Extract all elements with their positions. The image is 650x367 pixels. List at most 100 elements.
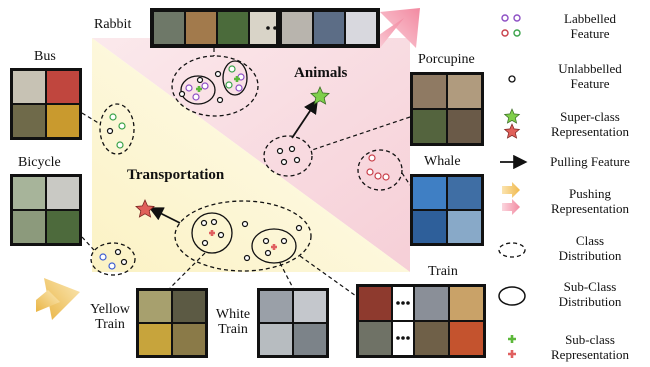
unlabelled-feature	[106, 127, 114, 135]
unlabelled-feature	[288, 145, 296, 153]
transportation-region	[92, 38, 410, 272]
class-label-train: Train	[428, 264, 458, 279]
pulling-arrow-animals	[291, 99, 318, 139]
legend-class-distribution-icon	[498, 242, 526, 258]
unlabelled-feature	[201, 239, 209, 247]
unlabelled-feature	[217, 231, 225, 239]
rabbit-image-strip	[150, 8, 380, 48]
labelled-feature	[228, 65, 236, 73]
class-label-yellow-train-line1: Yellow	[90, 302, 130, 317]
superclass-label-transportation: Transportation	[127, 167, 225, 183]
labelled-feature	[366, 168, 374, 176]
legend-unlabelled-feature-line1: Unlabbelled	[558, 61, 622, 76]
labelled-feature	[99, 253, 107, 261]
legend-subclass-distribution-text: Sub-Class Distribution	[535, 279, 645, 309]
class-label-white-train-line1: White	[215, 307, 251, 322]
superclass-label-animals: Animals	[294, 65, 348, 81]
legend-superclass-star-red-icon	[503, 123, 521, 139]
pulling-arrow-transportation	[148, 207, 181, 224]
unlabelled-feature	[178, 90, 186, 98]
legend-subclass-representation-icon	[508, 335, 516, 358]
legend-labelled-feature-icon	[501, 14, 521, 37]
pushing-arrow-transportation	[36, 278, 80, 320]
labelled-feature	[109, 113, 117, 121]
unlabelled-feature	[243, 254, 251, 262]
class-label-yellow-train-line2: Train	[95, 317, 125, 332]
train-subclass-representation	[209, 230, 277, 250]
labelled-feature	[382, 173, 390, 181]
rabbit-subclass-distribution-a	[180, 75, 216, 105]
rabbit-class-distribution	[171, 55, 259, 117]
transportation-superclass-star	[135, 199, 155, 218]
rabbit-subclass-distribution-b	[222, 60, 248, 96]
legend-subclass-representation-text: Sub-class Representation	[535, 332, 645, 362]
whale-connector	[401, 172, 411, 186]
unlabelled-feature	[114, 248, 122, 256]
unlabelled-feature	[295, 224, 303, 232]
legend-class-distribution-text: Class Distribution	[535, 233, 645, 263]
rabbit-subclass-representation	[196, 76, 240, 92]
legend-labelled-feature-text: Labbelled Feature	[535, 11, 645, 41]
bicycle-image-grid	[10, 174, 82, 246]
yellow-train-subclass-distribution	[191, 212, 233, 254]
labelled-feature	[225, 81, 233, 89]
yellow-train-connector	[169, 252, 206, 289]
class-label-whale: Whale	[424, 154, 461, 169]
class-label-porcupine: Porcupine	[418, 52, 475, 67]
labelled-feature	[368, 154, 376, 162]
legend-pushing-representation-text: Pushing Representation	[535, 186, 645, 216]
legend-unlabelled-feature-line2: Feature	[570, 76, 610, 91]
unlabelled-feature	[262, 237, 270, 245]
white-train-image-grid	[257, 288, 329, 358]
porcupine-connector	[311, 116, 411, 151]
legend-subclass-distribution-icon	[498, 286, 526, 306]
yellow-train-image-grid	[136, 288, 208, 358]
legend-superclass-line1: Super-class	[560, 109, 620, 124]
legend-pushing-arrow-icon	[502, 182, 520, 215]
class-label-bicycle: Bicycle	[18, 155, 61, 170]
porcupine-image-grid	[410, 72, 484, 146]
labelled-feature	[118, 122, 126, 130]
class-label-yellow-train: Yellow Train	[84, 302, 136, 332]
legend-class-distribution-line2: Distribution	[558, 248, 622, 263]
unlabelled-feature	[276, 147, 284, 155]
legend-superclass-representation-text: Super-class Representation	[535, 109, 645, 139]
unlabelled-feature	[196, 76, 204, 84]
bicycle-class-distribution	[90, 242, 136, 276]
unlabelled-feature	[200, 219, 208, 227]
legend-superclass-line2: Representation	[551, 124, 629, 139]
legend-unlabelled-feature-icon	[508, 75, 516, 83]
labelled-feature	[116, 141, 124, 149]
unlabelled-feature	[120, 258, 128, 266]
white-train-subclass-distribution	[251, 228, 297, 264]
bus-class-distribution	[99, 103, 135, 155]
unlabelled-feature	[216, 96, 224, 104]
whale-image-grid	[410, 174, 484, 246]
unlabelled-feature	[214, 70, 222, 78]
train-image-grid	[356, 284, 486, 358]
unlabelled-feature	[264, 249, 272, 257]
animals-superclass-star	[310, 86, 330, 105]
class-label-rabbit: Rabbit	[94, 17, 132, 32]
whale-class-distribution	[357, 149, 403, 191]
labelled-feature	[185, 84, 193, 92]
legend-superclass-star-green-icon	[503, 108, 521, 124]
unlabelled-feature	[280, 237, 288, 245]
legend-class-distribution-line1: Class	[575, 233, 605, 248]
class-label-bus: Bus	[34, 49, 56, 64]
train-connector	[299, 255, 357, 297]
labelled-feature	[108, 262, 116, 270]
legend-subclass-distribution-line1: Sub-Class	[563, 279, 617, 294]
legend-subclass-distribution-line2: Distribution	[558, 294, 622, 309]
legend-pushing-line2: Representation	[551, 201, 629, 216]
white-train-connector	[279, 262, 294, 289]
bus-image-grid	[10, 68, 82, 140]
bicycle-connector	[81, 236, 95, 251]
unlabelled-feature	[293, 156, 301, 164]
labelled-feature	[192, 93, 200, 101]
legend-labelled-feature-line2: Feature	[570, 26, 610, 41]
legend-labelled-feature-line1: Labbelled	[564, 11, 616, 26]
unlabelled-feature	[280, 158, 288, 166]
legend-pushing-line1: Pushing	[569, 186, 611, 201]
